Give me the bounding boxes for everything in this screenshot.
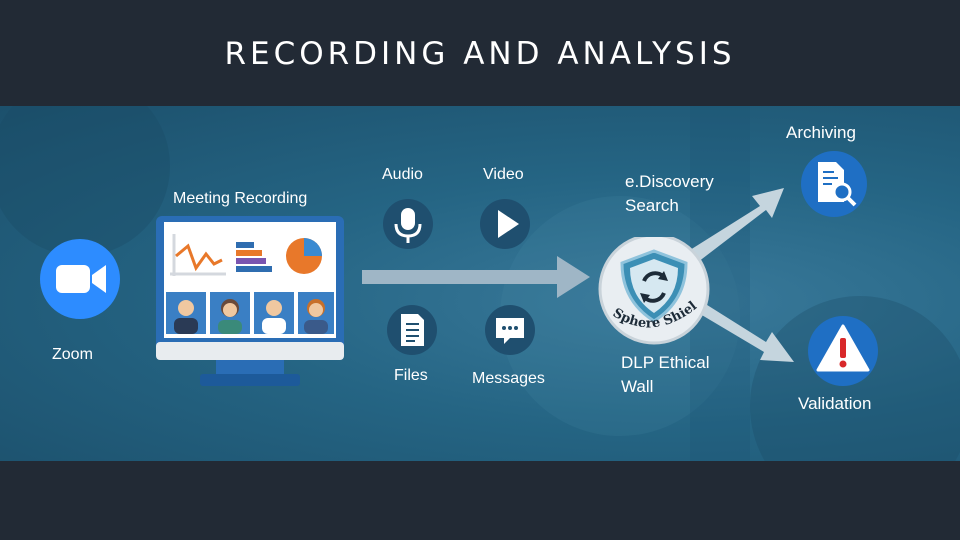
document-icon <box>387 305 437 355</box>
dlp-label: DLP Ethical Wall <box>621 353 710 396</box>
archiving-label: Archiving <box>786 123 856 142</box>
audio-label: Audio <box>382 166 423 183</box>
zoom-label: Zoom <box>52 346 93 363</box>
messages-label: Messages <box>472 370 545 387</box>
flow-arrow-archiving <box>690 188 784 262</box>
alert-icon <box>808 316 878 386</box>
diagram-panel <box>0 106 960 461</box>
title-bar: RECORDING AND ANALYSIS <box>0 0 960 106</box>
sphere-shield-logo: Sphere Shield <box>594 237 710 345</box>
video-label: Video <box>483 166 524 183</box>
zoom-camera-icon <box>40 239 120 319</box>
monitor-icon <box>156 216 344 386</box>
flow-arrow-validation <box>690 298 794 362</box>
files-label: Files <box>394 367 428 384</box>
meeting-recording-label: Meeting Recording <box>173 190 308 207</box>
validation-label: Validation <box>798 394 872 413</box>
play-icon <box>480 199 530 249</box>
flow-arrow-main <box>362 256 590 298</box>
chat-icon <box>485 305 535 355</box>
microphone-icon <box>383 199 433 249</box>
ediscovery-label: e.Discovery Search <box>625 172 714 215</box>
footer-bar <box>0 461 960 540</box>
page-title: RECORDING AND ANALYSIS <box>224 36 736 72</box>
document-search-icon <box>801 151 867 217</box>
